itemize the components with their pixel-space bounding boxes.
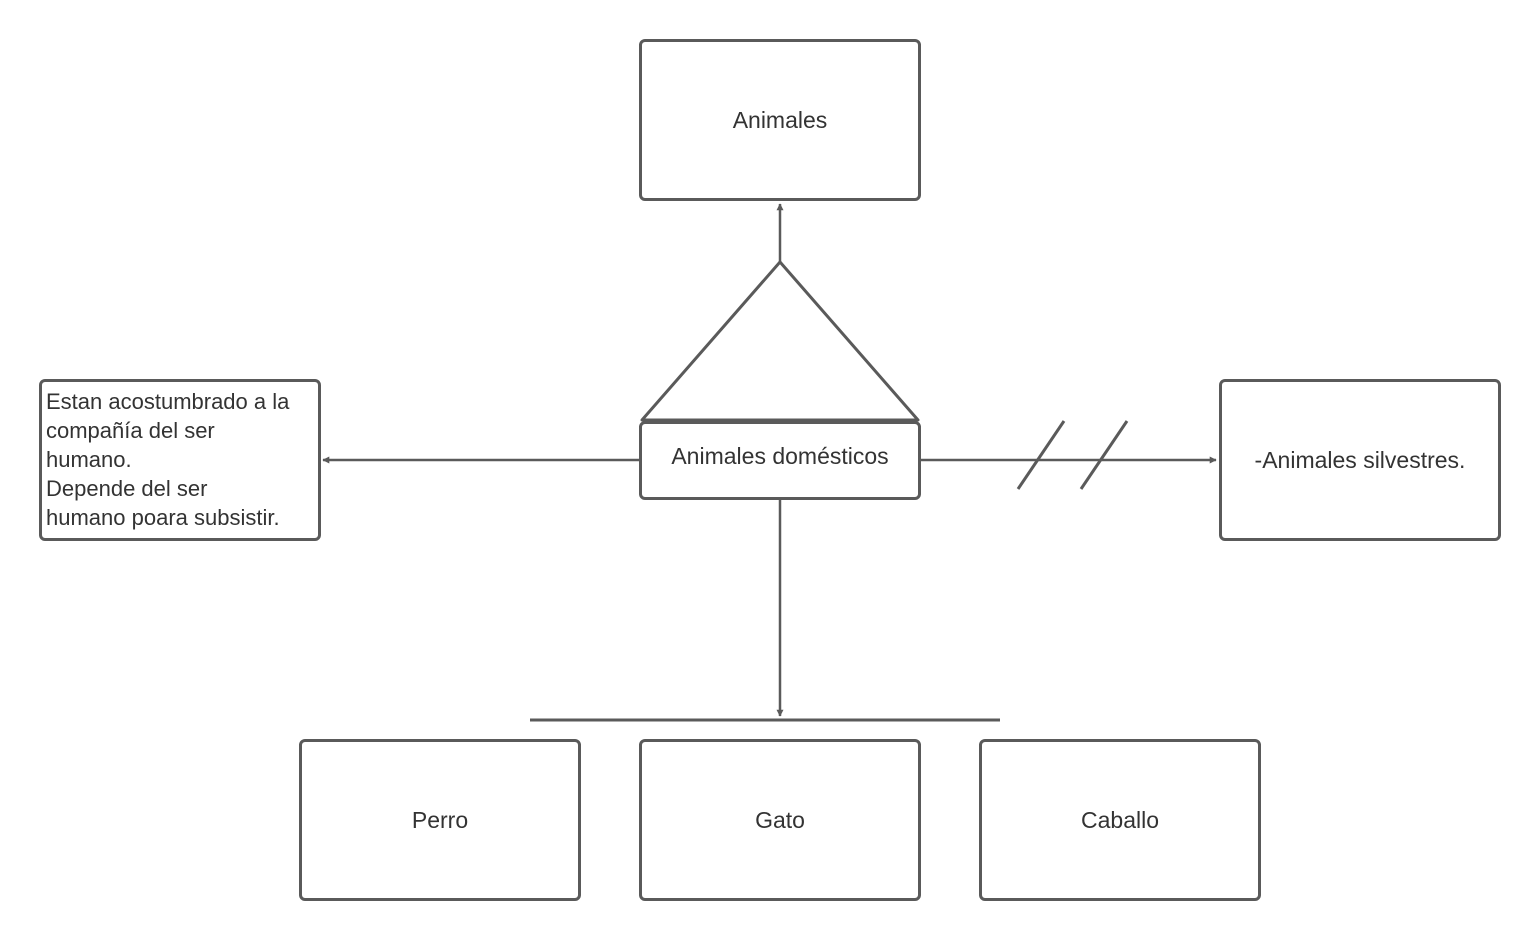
node-animales-label: Animales xyxy=(732,106,828,133)
node-perro[interactable]: Perro xyxy=(299,739,581,901)
node-animales-domesticos-label: Animales domésticos xyxy=(671,443,889,470)
node-perro-label: Perro xyxy=(411,806,469,833)
specialization-triangle xyxy=(640,260,920,422)
node-note[interactable]: Estan acostumbrado a la compañía del ser… xyxy=(39,379,321,541)
negation-slash-1 xyxy=(1016,420,1066,490)
node-gato-label: Gato xyxy=(755,806,805,833)
node-caballo[interactable]: Caballo xyxy=(979,739,1261,901)
node-animales-domesticos[interactable]: Animales domésticos xyxy=(639,421,921,500)
node-animales-silvestres[interactable]: -Animales silvestres. xyxy=(1219,379,1501,541)
negation-slash-2 xyxy=(1079,420,1129,490)
node-caballo-label: Caballo xyxy=(1081,806,1159,833)
note-line: humano. xyxy=(46,447,132,472)
note-line: Depende del ser xyxy=(46,476,208,501)
node-animales[interactable]: Animales xyxy=(639,39,921,201)
note-text: Estan acostumbrado a la compañía del ser… xyxy=(46,387,289,532)
node-gato[interactable]: Gato xyxy=(639,739,921,901)
note-line: humano poara subsistir. xyxy=(46,505,280,530)
note-line: compañía del ser xyxy=(46,418,215,443)
note-line: Estan acostumbrado a la xyxy=(46,389,290,414)
node-animales-silvestres-label: -Animales silvestres. xyxy=(1254,446,1466,473)
